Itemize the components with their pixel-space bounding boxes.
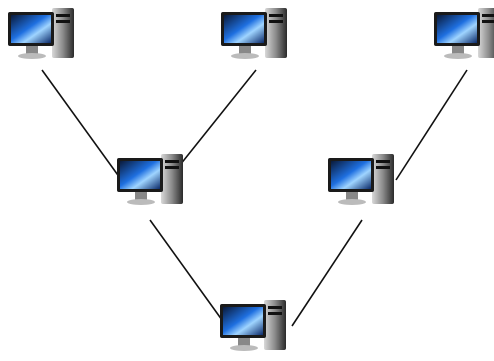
computer-node-top-middle: [217, 6, 289, 66]
desktop-computer-icon: [8, 8, 74, 59]
computer-node-mid-right: [324, 152, 396, 212]
link-top-middle-to-mid-left: [179, 69, 257, 166]
link-mid-left-to-bottom: [149, 219, 223, 321]
desktop-computer-icon: [220, 300, 286, 351]
desktop-computer-icon: [117, 154, 183, 205]
link-top-left-to-mid-left: [41, 69, 121, 179]
desktop-computer-icon: [328, 154, 394, 205]
computer-node-top-right: [430, 6, 494, 66]
computer-node-top-left: [4, 6, 76, 66]
desktop-computer-icon: [221, 8, 287, 59]
computer-node-bottom: [216, 298, 288, 358]
link-top-right-to-mid-right: [395, 69, 468, 181]
link-mid-right-to-bottom: [291, 219, 363, 327]
desktop-computer-icon: [434, 8, 494, 59]
computer-node-mid-left: [113, 152, 185, 212]
